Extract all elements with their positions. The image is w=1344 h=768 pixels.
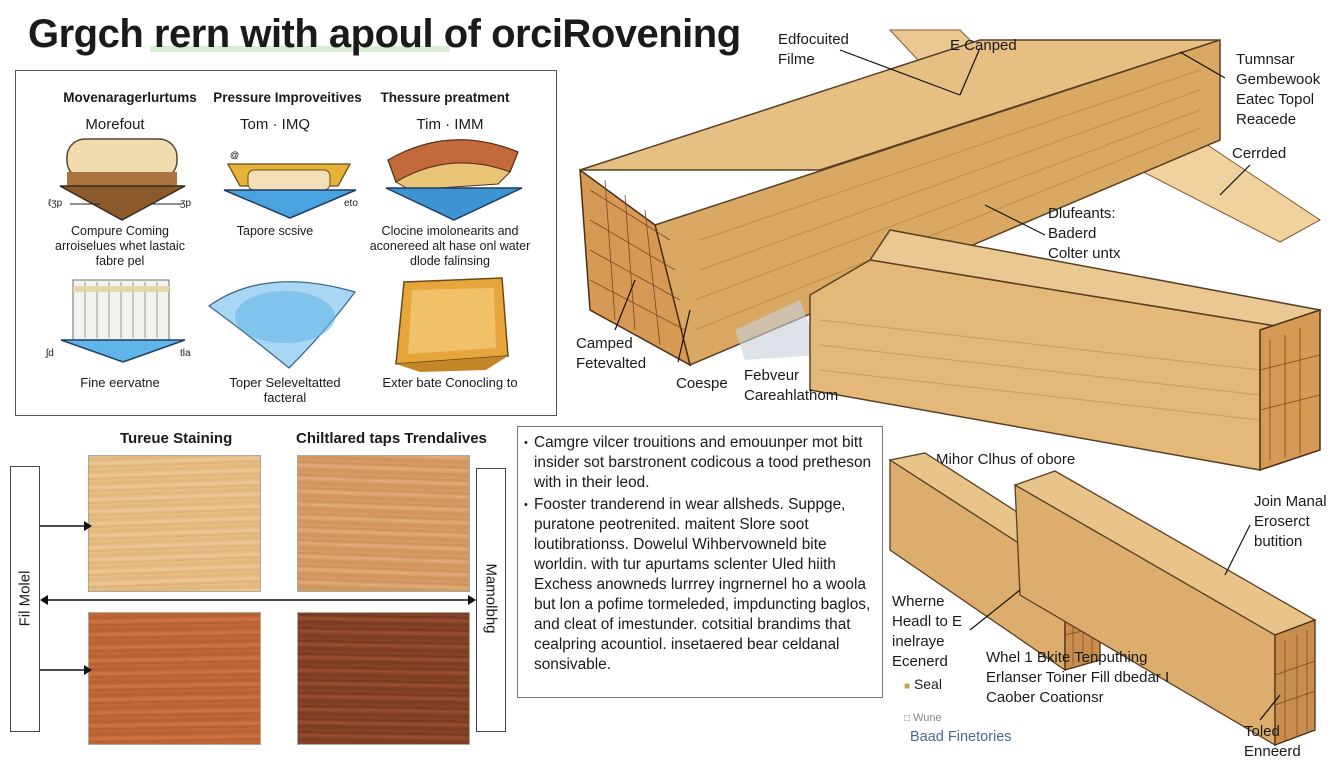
title-highlight xyxy=(150,46,450,52)
legend-wune-label: Wune xyxy=(913,712,942,724)
staining-heading-right: Chiltlared taps Trendalives xyxy=(296,430,487,447)
joints-bottom-right-label: Toled Enneerd xyxy=(1244,723,1301,760)
col-1-right-mark: ʒp xyxy=(180,198,192,209)
stain-swatch-red xyxy=(88,612,261,745)
stain-swatch-dark xyxy=(297,612,470,745)
description-box: Camgre vilcer trouitions and emouunper m… xyxy=(517,426,883,698)
beam-assembly-illustration xyxy=(579,29,1322,472)
fiber-block-graphic xyxy=(60,279,186,363)
col-2-right-mark: eto xyxy=(344,198,358,209)
staining-heading-left: Tureue Staining xyxy=(120,430,233,447)
col-3-heading: Thessure preatment xyxy=(380,90,510,105)
row2-caption-2: Toper Seleveltatted facteral xyxy=(229,375,341,405)
legend-footer: Baad Finetories xyxy=(910,729,1012,745)
label-bottom-left-2: Coespe xyxy=(676,375,728,392)
description-para-2: Fooster tranderend in wear allsheds. Sup… xyxy=(524,495,872,675)
joint-beams-illustration xyxy=(888,452,1317,747)
label-top-right: Tumnsar Gembewook Eatec Topol Reacede xyxy=(1236,51,1321,128)
heat-board-graphic xyxy=(385,139,523,221)
col-2-caption: Tapore scsive xyxy=(236,224,314,238)
legend-seal-label: Seal xyxy=(913,676,942,692)
right-stain-bar xyxy=(476,468,506,732)
joints-bottom-mid-label: Whel 1 Bkite Tenputhing Erlanser Toiner … xyxy=(986,649,1170,706)
legend-item-wune: □ Wune xyxy=(904,708,942,729)
legend-wune-mark: □ xyxy=(904,713,911,724)
label-center: Dlufeants: Baderd Colter untx xyxy=(1048,205,1121,262)
row2-caption-1: Fine eervatne xyxy=(80,375,160,390)
col-3-caption: Clocine imolonearits and aconereed alt h… xyxy=(369,224,531,268)
col-3-sub: Tim · IMM xyxy=(416,116,484,133)
svg-text:@: @ xyxy=(230,150,239,160)
col-1-left-mark: ℓʒp xyxy=(48,198,63,209)
col-1-caption: Compure Coming arroiselues whet lastaic … xyxy=(55,224,185,268)
left-stain-bar-label: Fil Molel xyxy=(16,570,34,627)
legend-item-seal: ■ Seal xyxy=(904,674,942,697)
legend-seal-mark: ■ xyxy=(904,681,911,692)
stained-sheet-graphic xyxy=(395,277,509,372)
label-top-mid: E Canped xyxy=(950,37,1017,54)
description-para-1: Camgre vilcer trouitions and emouunper m… xyxy=(524,433,872,493)
left-stain-bar xyxy=(10,466,40,732)
joints-right-label: Join Manal Eroserct butition xyxy=(1254,493,1327,550)
label-bottom-left-1: Camped Fetevalted xyxy=(576,335,647,372)
page-title: Grgch rern with apoul of orciRovening xyxy=(28,12,741,56)
col-1-sub: Morefout xyxy=(85,116,145,133)
row2-right-mark: tla xyxy=(180,348,191,359)
wood-block-graphic xyxy=(59,138,186,221)
pressure-board-graphic: @ xyxy=(223,150,357,219)
joints-heading: Mihor Clhus of obore xyxy=(936,451,1076,468)
col-1-heading: Movenaragerlurtums xyxy=(63,90,197,105)
row2-caption-3: Exter bate Conocling to xyxy=(382,375,518,390)
stain-arrows xyxy=(40,521,476,675)
col-2-heading: Pressure Improveitives xyxy=(213,90,362,105)
label-bottom-mid: Febveur Careahlathom xyxy=(744,367,839,404)
stain-swatch-natural xyxy=(88,455,261,592)
col-2-sub: Tom · IMQ xyxy=(240,116,310,133)
label-right-mid: Cerrded xyxy=(1232,145,1287,162)
water-sheet-graphic xyxy=(207,281,357,369)
row2-left-mark: ʃd xyxy=(46,348,54,359)
stain-swatch-light xyxy=(297,455,470,592)
joints-left-label: Wherne Headl to E inelraye Ecenerd xyxy=(892,593,963,670)
label-top-left: Edfocuited Filme xyxy=(778,31,849,68)
